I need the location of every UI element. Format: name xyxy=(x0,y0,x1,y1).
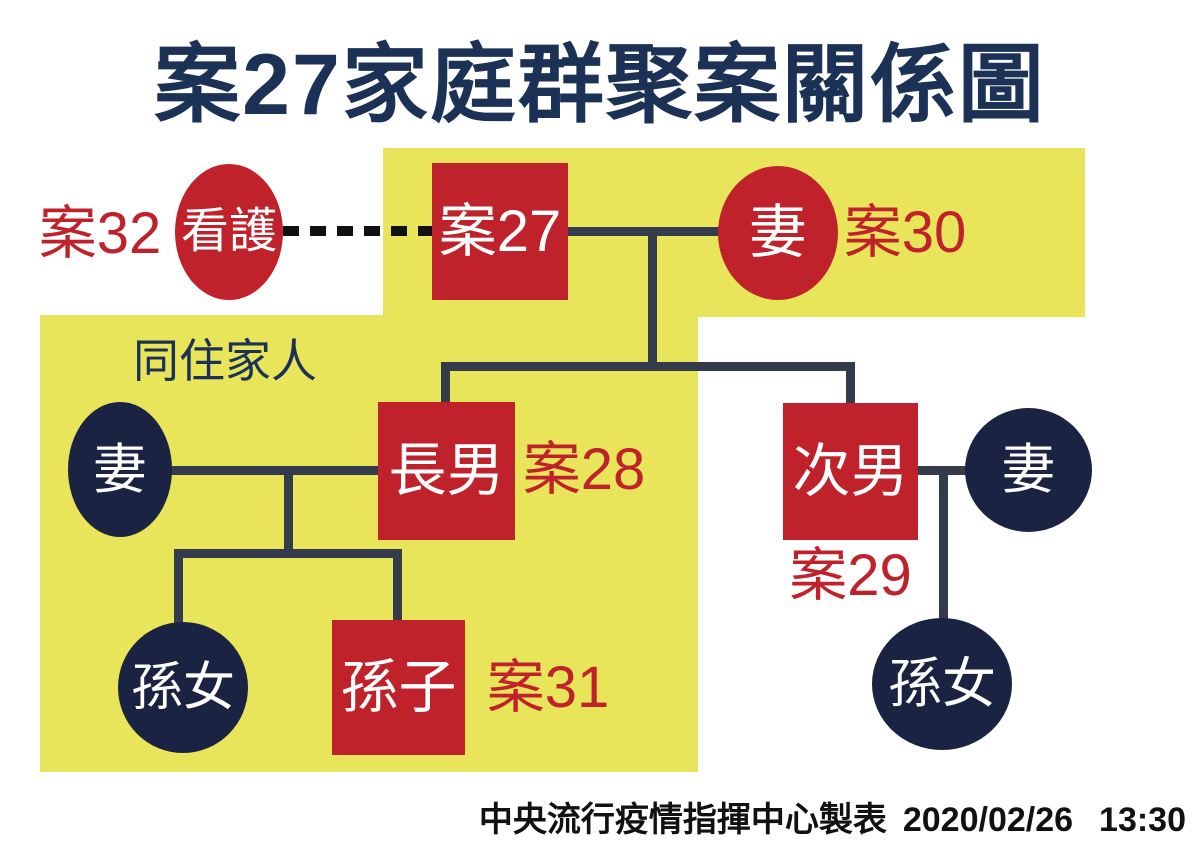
footer-date: 2020/02/26 xyxy=(902,801,1074,839)
connector-couple-eldest-son xyxy=(140,466,385,475)
node-index-case27: 案27 xyxy=(432,163,568,300)
node-granddaughter-left: 孫女 xyxy=(118,622,248,753)
connector-drop-second-son xyxy=(846,362,855,408)
node-grandson-case31: 孫子 xyxy=(332,620,465,755)
connector-drop-eldest-son xyxy=(441,362,450,407)
connector-dashed-caregiver-case27 xyxy=(283,226,432,236)
connector-drop-parents xyxy=(648,227,657,370)
case-label-30: 案30 xyxy=(843,200,967,265)
household-group-label: 同住家人 xyxy=(133,335,317,387)
node-granddaughter-right: 孫女 xyxy=(872,618,1012,750)
connector-sibling-bar-left xyxy=(174,549,402,558)
connector-drop-left-family xyxy=(284,466,293,558)
node-caregiver: 看護 xyxy=(175,164,283,300)
connector-sibling-bar-top xyxy=(441,362,855,371)
case-label-32: 案32 xyxy=(38,201,162,266)
case-label-28: 案28 xyxy=(522,437,646,502)
connector-drop-granddaughter-left xyxy=(174,549,183,627)
page-title: 案27家庭群聚案關係圖 xyxy=(154,37,1046,133)
node-second-son-case29: 次男 xyxy=(783,403,918,540)
node-second-son-wife: 妻 xyxy=(965,408,1092,532)
node-eldest-son-wife: 妻 xyxy=(68,402,172,537)
node-wife-case30: 妻 xyxy=(718,166,838,300)
case-label-29: 案29 xyxy=(789,543,912,608)
footer-time: 13:30 xyxy=(1099,801,1186,839)
connector-drop-granddaughter-right xyxy=(939,466,948,623)
footer-credit-line: 中央流行疫情指揮中心製表 2020/02/26 13:30 xyxy=(479,792,1186,841)
footer-credit: 中央流行疫情指揮中心製表 xyxy=(478,801,887,839)
case-label-31: 案31 xyxy=(486,655,610,720)
connector-drop-grandson xyxy=(393,549,402,625)
node-eldest-son-case28: 長男 xyxy=(378,402,515,540)
